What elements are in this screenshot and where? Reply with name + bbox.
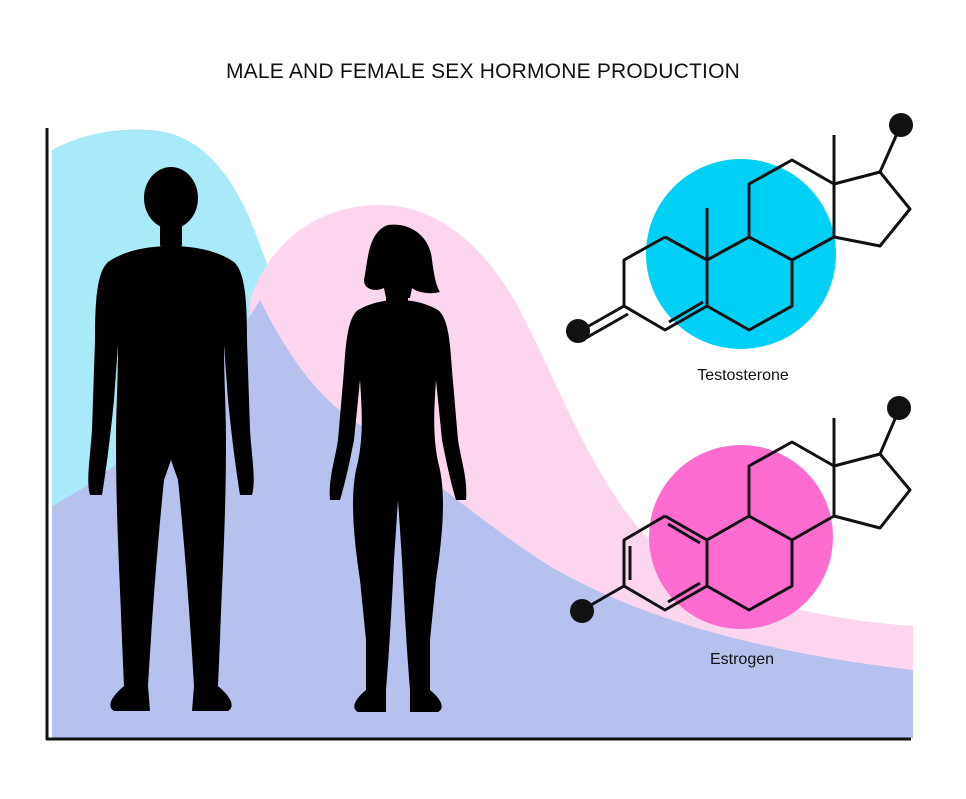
testosterone-highlight (646, 159, 836, 349)
estrogen-oxygen-top (887, 396, 911, 420)
estrogen-oxygen-left (570, 599, 594, 623)
testosterone-oxygen-left (566, 319, 590, 343)
testosterone-molecule-icon (566, 113, 913, 349)
estrogen-highlight (649, 445, 833, 629)
overlap-area (52, 300, 913, 738)
testosterone-label: Testosterone (697, 367, 789, 384)
estrogen-label: Estrogen (709, 651, 775, 668)
male-silhouette-icon (88, 167, 254, 711)
diagram-title: MALE AND FEMALE SEX HORMONE PRODUCTION (225, 60, 740, 83)
estrogen-molecule-icon (570, 396, 912, 629)
testosterone-oxygen-top (889, 113, 913, 137)
axes (45, 128, 911, 741)
female-silhouette-icon (329, 224, 467, 712)
